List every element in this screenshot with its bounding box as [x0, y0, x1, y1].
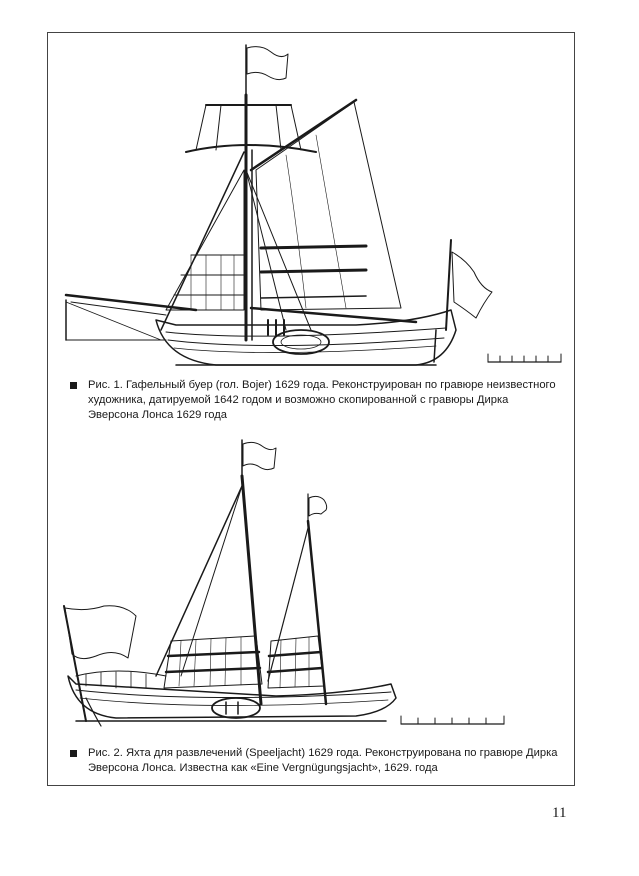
page-number: 11	[552, 805, 567, 821]
figure-2-illustration	[56, 436, 566, 736]
figure-1-caption: Рис. 1. Гафельный буер (гол. Bojer) 1629…	[70, 378, 560, 423]
page-frame	[47, 32, 575, 786]
speeljacht-drawing	[63, 439, 505, 727]
bullet-icon	[70, 750, 77, 757]
figure-2-caption-text: Рис. 2. Яхта для развлечений (Speeljacht…	[88, 747, 558, 774]
boeier-drawing	[64, 44, 562, 366]
bullet-icon	[70, 382, 77, 389]
figure-1-caption-text: Рис. 1. Гафельный буер (гол. Bojer) 1629…	[88, 379, 556, 421]
figure-2-caption: Рис. 2. Яхта для развлечений (Speeljacht…	[70, 746, 560, 776]
figure-1-illustration	[56, 40, 566, 370]
